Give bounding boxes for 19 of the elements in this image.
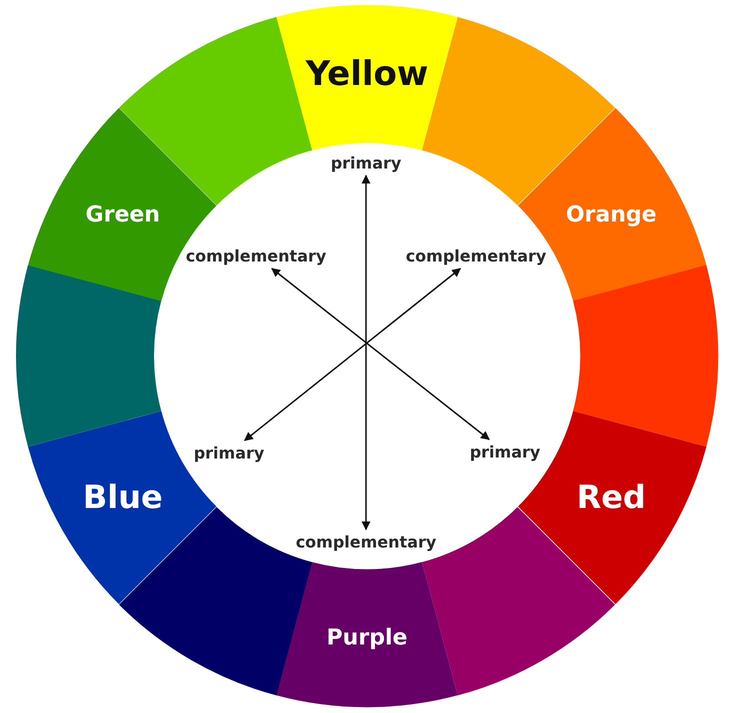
color-name: Green — [86, 202, 160, 228]
color-wheel-segment — [276, 5, 458, 150]
color-name: Yellow — [306, 54, 428, 94]
color-name: Red — [576, 478, 646, 516]
arrow-label: complementary — [186, 246, 326, 266]
color-wheel-segment — [16, 265, 162, 447]
arrow-label: complementary — [406, 246, 546, 266]
arrow-label: primary — [470, 442, 540, 462]
double-headed-arrow — [271, 268, 490, 440]
double-headed-arrow — [362, 174, 370, 530]
arrow-label: primary — [330, 154, 402, 172]
color-name: Blue — [82, 478, 163, 516]
arrow-label: primary — [194, 444, 264, 462]
arrow-label: complementary — [296, 532, 436, 552]
color-name: Purple — [326, 625, 408, 650]
color-name: Orange — [566, 202, 657, 228]
color-wheel-segment — [572, 265, 718, 447]
double-headed-arrow — [244, 268, 462, 442]
color-wheel-segment — [276, 562, 458, 707]
